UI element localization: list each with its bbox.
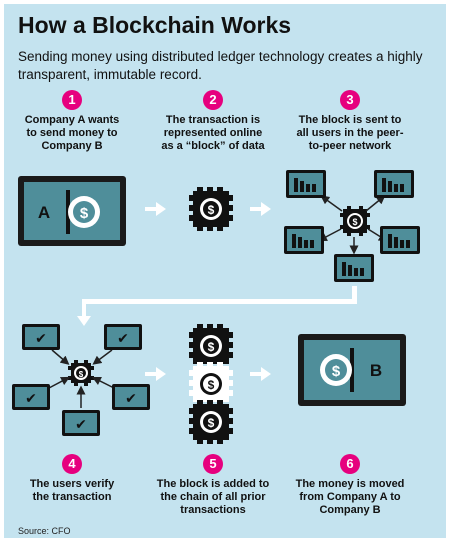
peer-network-icon: $	[284, 170, 420, 282]
company-b-monitor-icon: $ B	[298, 334, 406, 406]
infographic-subtitle: Sending money using distributed ledger t…	[18, 49, 423, 82]
block-chain-icon: $ $ $	[189, 324, 233, 444]
check-monitors: ✔ ✔ ✔ ✔ ✔	[12, 324, 150, 436]
step-3-number: 3	[340, 90, 360, 110]
infographic-panel: How a Blockchain Works Sending money usi…	[4, 4, 446, 538]
flow-arrows	[77, 202, 357, 381]
arrow-1-to-2	[145, 202, 166, 216]
step-5-number: 5	[203, 454, 223, 474]
svg-text:✔: ✔	[75, 417, 87, 433]
company-a-label: A	[38, 203, 50, 222]
step-2-number: 2	[203, 90, 223, 110]
data-block-icon: $	[189, 187, 233, 231]
svg-text:$: $	[208, 378, 215, 392]
svg-text:✔: ✔	[25, 391, 37, 407]
arrow-4-to-5	[145, 367, 166, 381]
step-6-number: 6	[340, 454, 360, 474]
dollar-label: $	[80, 205, 89, 222]
step-5-text: The block is added to the chain of all p…	[156, 478, 270, 516]
company-b-label: B	[370, 361, 382, 380]
verify-center-block: $	[68, 360, 94, 386]
svg-text:✔: ✔	[117, 331, 129, 347]
svg-text:✔: ✔	[35, 331, 47, 347]
svg-text:$: $	[332, 363, 341, 380]
svg-text:✔: ✔	[125, 391, 137, 407]
svg-text:$: $	[79, 370, 84, 379]
step-2-text: The transaction is represented online as…	[161, 114, 265, 152]
source-note: Source: CFO	[18, 526, 71, 536]
network-center-block: $	[340, 206, 370, 236]
arrow-2-to-3	[250, 202, 271, 216]
company-a-monitor-icon: $ A	[18, 176, 126, 246]
step-6-text: The money is moved from Company A to Com…	[295, 478, 405, 516]
step-1-number: 1	[62, 90, 82, 110]
step-1-text: Company A wants to send money to Company…	[24, 114, 120, 152]
infographic-title: How a Blockchain Works	[18, 12, 292, 38]
svg-text:$: $	[208, 203, 215, 217]
arrow-3-to-4	[77, 286, 357, 326]
step-4-number: 4	[62, 454, 82, 474]
svg-text:$: $	[208, 340, 215, 354]
step-4-text: The users verify the transaction	[29, 478, 115, 503]
blockchain-diagram: $ A $ $	[12, 170, 420, 444]
svg-text:$: $	[208, 416, 215, 430]
verifying-users-icon: $ ✔ ✔ ✔ ✔ ✔	[12, 324, 150, 436]
step-3-text: The block is sent to all users in the pe…	[296, 114, 404, 152]
network-user-monitors	[284, 170, 420, 282]
svg-text:$: $	[352, 217, 357, 227]
arrow-5-to-6	[250, 367, 271, 381]
